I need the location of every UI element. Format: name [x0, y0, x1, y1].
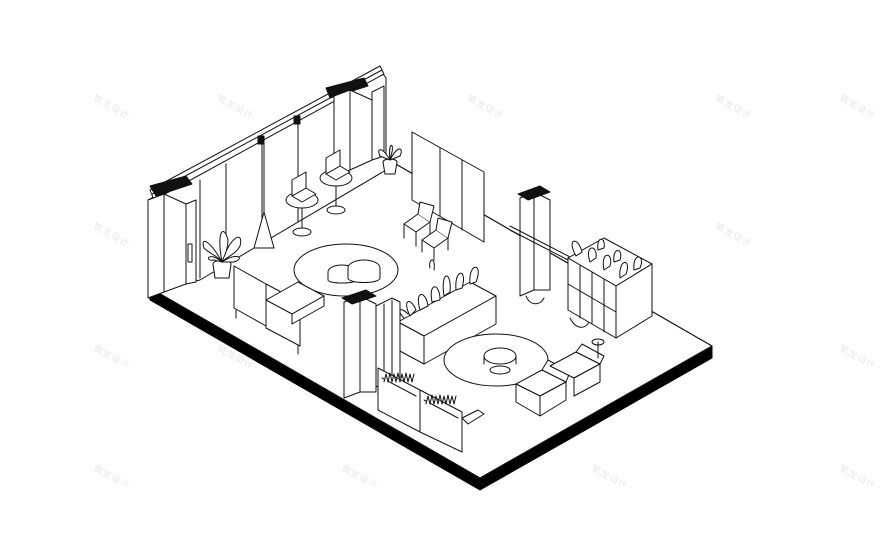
column-right [517, 185, 551, 305]
armchairs [515, 338, 605, 417]
potted-plant-corner [378, 144, 402, 175]
side-table-1 [285, 171, 319, 237]
rail-bracket [325, 77, 369, 99]
planter-box [397, 259, 497, 365]
column-centre [341, 289, 377, 399]
rug-right [443, 333, 549, 387]
hanging-lamp [253, 139, 275, 249]
chairs [403, 201, 453, 261]
column-back-front [371, 85, 385, 161]
front-bench [461, 409, 485, 425]
side-table-2 [319, 149, 353, 215]
column-left-side [163, 193, 187, 293]
glass-screens-left [233, 265, 325, 355]
column-back-side [349, 89, 373, 171]
column-left [147, 193, 165, 299]
round-coffee-table [483, 347, 517, 365]
potted-plant-left [202, 230, 242, 279]
column-left-front [185, 199, 197, 285]
rail-clip [293, 115, 301, 125]
column-cap [341, 289, 377, 305]
rail-bracket [149, 175, 193, 197]
planter-screens-front [377, 367, 485, 453]
rug-left [293, 243, 399, 297]
glazed-wall [147, 65, 387, 299]
top-rail [149, 65, 385, 201]
shelving-planter [567, 237, 653, 339]
glass-partition-back [411, 131, 485, 243]
door-handle [187, 243, 193, 263]
rail-clip [257, 135, 265, 145]
